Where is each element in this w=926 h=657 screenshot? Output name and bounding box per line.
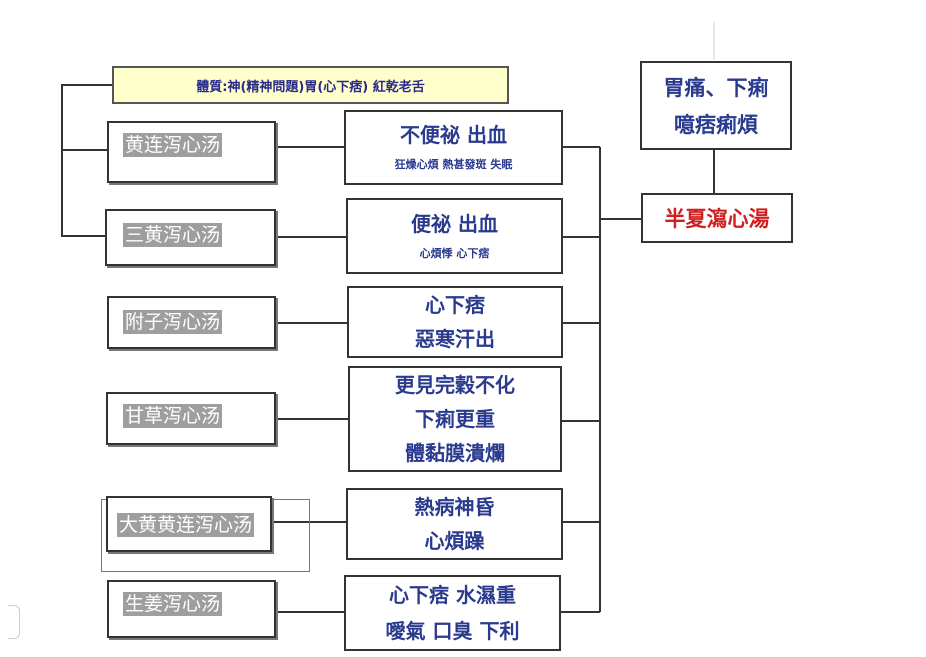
formula-name-fuzi: 附子泻心汤 xyxy=(123,310,223,334)
main-symptom-box: 胃痛、下痢 噫痞痢煩 xyxy=(640,61,792,150)
formula-box-sanhuang: 三黄泻心汤 xyxy=(105,209,276,266)
page-edge-mark xyxy=(8,605,20,639)
constitution-title-text: 體質:神(精神問題)胃(心下痞) 紅乾老舌 xyxy=(196,79,425,95)
formula-name-gancao: 甘草泻心汤 xyxy=(123,404,223,428)
symptom-box-gancao: 更見完穀不化 下痢更重 體黏膜潰爛 xyxy=(348,366,562,472)
symptom-detail: 狂燥心煩 熱甚發斑 失眠 xyxy=(394,157,513,171)
symptom-text: 更見完穀不化 xyxy=(395,373,515,397)
symptom-box-shengjiang: 心下痞 水濕重 噯氣 口臭 下利 xyxy=(344,575,561,651)
symptom-text: 不便祕 出血 xyxy=(400,123,507,148)
formula-name-sanhuang: 三黄泻心汤 xyxy=(123,223,223,247)
main-symptom-text: 胃痛、下痢 xyxy=(663,76,769,101)
symptom-text: 下痢更重 xyxy=(415,407,495,431)
formula-name-shengjiang: 生姜泻心汤 xyxy=(123,592,223,616)
symptom-box-huanglian: 不便祕 出血 狂燥心煩 熱甚發斑 失眠 xyxy=(344,110,563,185)
constitution-title: 體質:神(精神問題)胃(心下痞) 紅乾老舌 xyxy=(112,66,509,104)
main-formula-name: 半夏瀉心湯 xyxy=(664,207,770,231)
formula-box-gancao: 甘草泻心汤 xyxy=(106,392,276,445)
formula-box-fuzi: 附子泻心汤 xyxy=(107,296,276,349)
formula-box-shengjiang: 生姜泻心汤 xyxy=(107,580,276,638)
symptom-text: 便祕 出血 xyxy=(411,211,498,236)
main-symptom-text: 噫痞痢煩 xyxy=(674,112,758,137)
symptom-text: 熱病神昏 xyxy=(414,495,495,519)
formula-name-huanglian: 黄连泻心汤 xyxy=(123,133,223,157)
formula-name-dahuang: 大黄黄连泻心汤 xyxy=(117,513,255,537)
symptom-text: 心下痞 xyxy=(425,293,485,317)
symptom-box-fuzi: 心下痞 惡寒汗出 xyxy=(347,286,563,358)
symptom-text: 惡寒汗出 xyxy=(415,327,495,351)
formula-box-dahuang: 大黄黄连泻心汤 xyxy=(106,496,272,552)
symptom-text: 噯氣 口臭 下利 xyxy=(385,619,520,643)
symptom-text: 體黏膜潰爛 xyxy=(405,441,505,465)
symptom-box-dahuang: 熱病神昏 心煩躁 xyxy=(346,488,563,560)
main-formula-box: 半夏瀉心湯 xyxy=(641,193,793,243)
symptom-text: 心下痞 水濕重 xyxy=(389,583,516,607)
symptom-text: 心煩躁 xyxy=(424,529,485,553)
formula-box-huanglian: 黄连泻心汤 xyxy=(107,121,276,183)
symptom-detail: 心煩悸 心下痞 xyxy=(419,246,490,260)
symptom-box-sanhuang: 便祕 出血 心煩悸 心下痞 xyxy=(346,198,563,274)
